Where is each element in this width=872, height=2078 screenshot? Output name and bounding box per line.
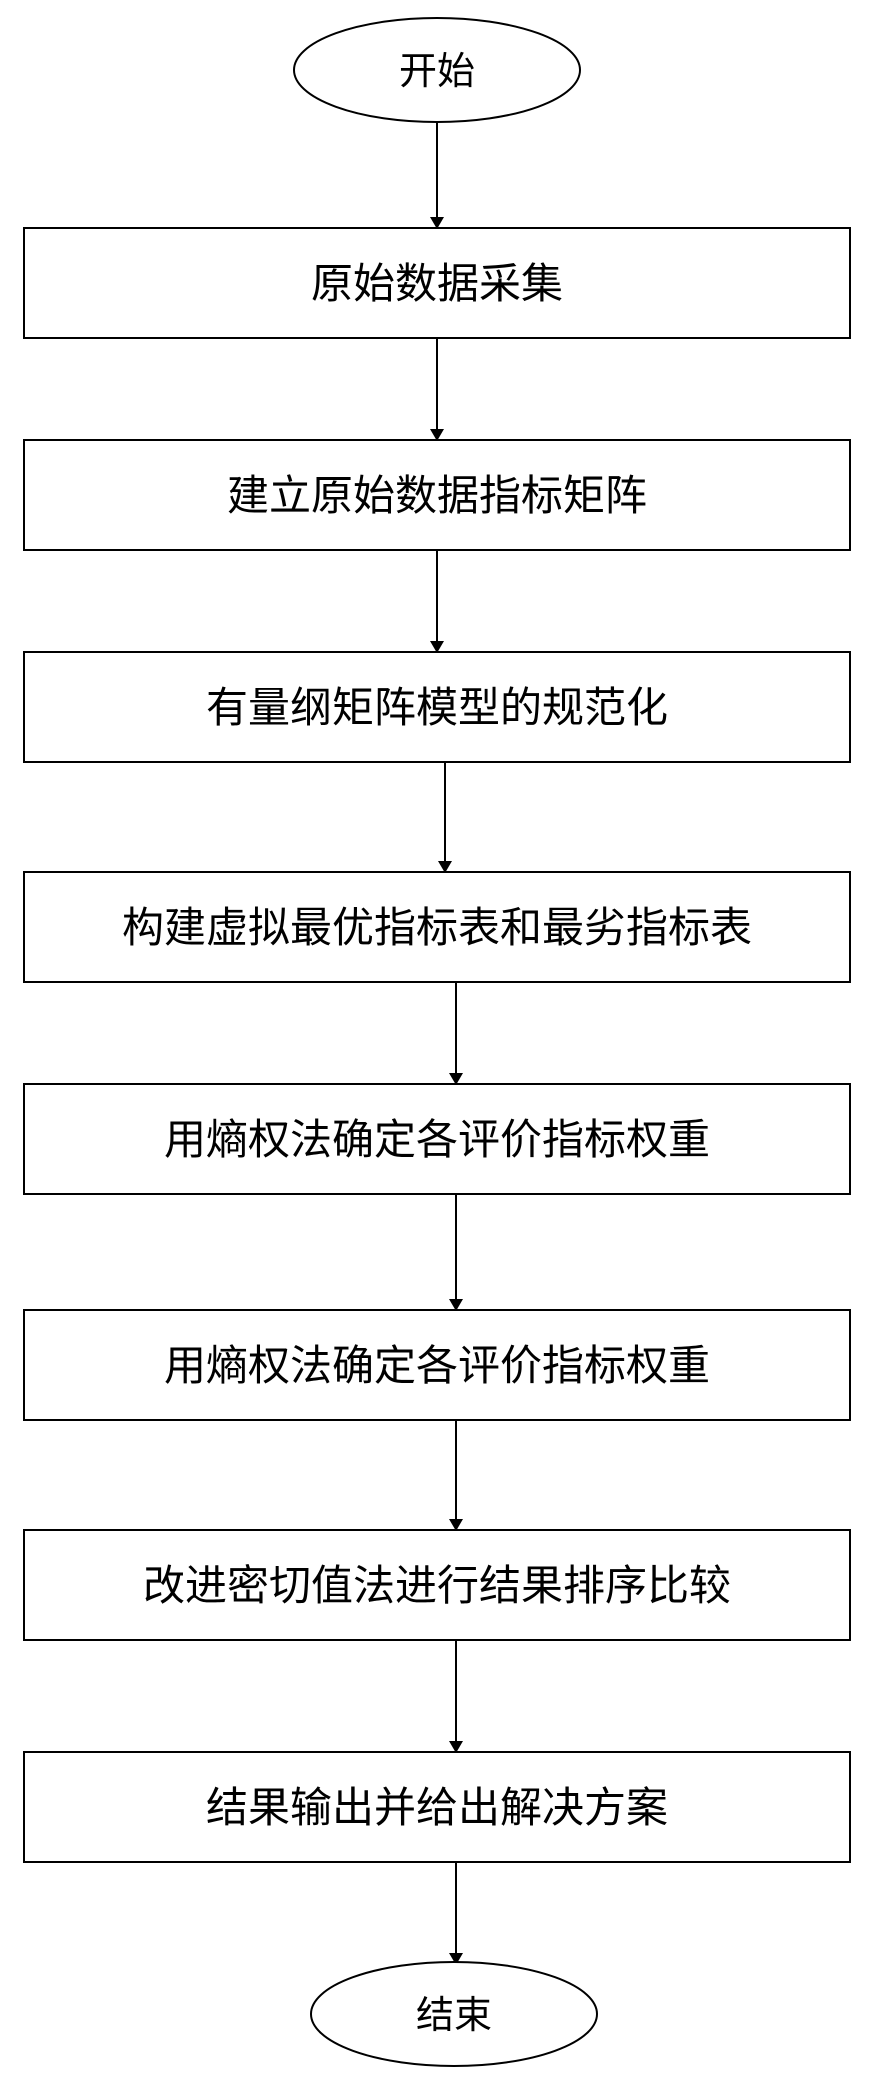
process-label: 用熵权法确定各评价指标权重 (164, 1115, 710, 1164)
process-step: 用熵权法确定各评价指标权重 (23, 1083, 851, 1195)
process-step: 用熵权法确定各评价指标权重 (23, 1309, 851, 1421)
process-label: 原始数据采集 (311, 259, 563, 308)
end-ellipse (310, 1961, 598, 2067)
process-box (23, 439, 851, 551)
process-box (23, 227, 851, 339)
process-label: 用熵权法确定各评价指标权重 (164, 1341, 710, 1390)
process-label: 改进密切值法进行结果排序比较 (143, 1561, 731, 1610)
process-label: 构建虚拟最优指标表和最劣指标表 (122, 903, 752, 952)
process-box (23, 1529, 851, 1641)
start-node: 开始 (293, 17, 581, 123)
process-label: 有量纲矩阵模型的规范化 (206, 683, 668, 732)
process-box (23, 871, 851, 983)
process-step: 结果输出并给出解决方案 (23, 1751, 851, 1863)
start-label: 开始 (399, 49, 475, 93)
process-box (23, 1309, 851, 1421)
end-label: 结束 (416, 1993, 492, 2037)
process-label: 结果输出并给出解决方案 (206, 1783, 668, 1832)
process-step: 有量纲矩阵模型的规范化 (23, 651, 851, 763)
process-box (23, 651, 851, 763)
end-node: 结束 (310, 1961, 598, 2067)
process-step: 建立原始数据指标矩阵 (23, 439, 851, 551)
process-step: 改进密切值法进行结果排序比较 (23, 1529, 851, 1641)
process-step: 构建虚拟最优指标表和最劣指标表 (23, 871, 851, 983)
process-box (23, 1083, 851, 1195)
process-label: 建立原始数据指标矩阵 (227, 471, 647, 520)
process-step: 原始数据采集 (23, 227, 851, 339)
process-box (23, 1751, 851, 1863)
